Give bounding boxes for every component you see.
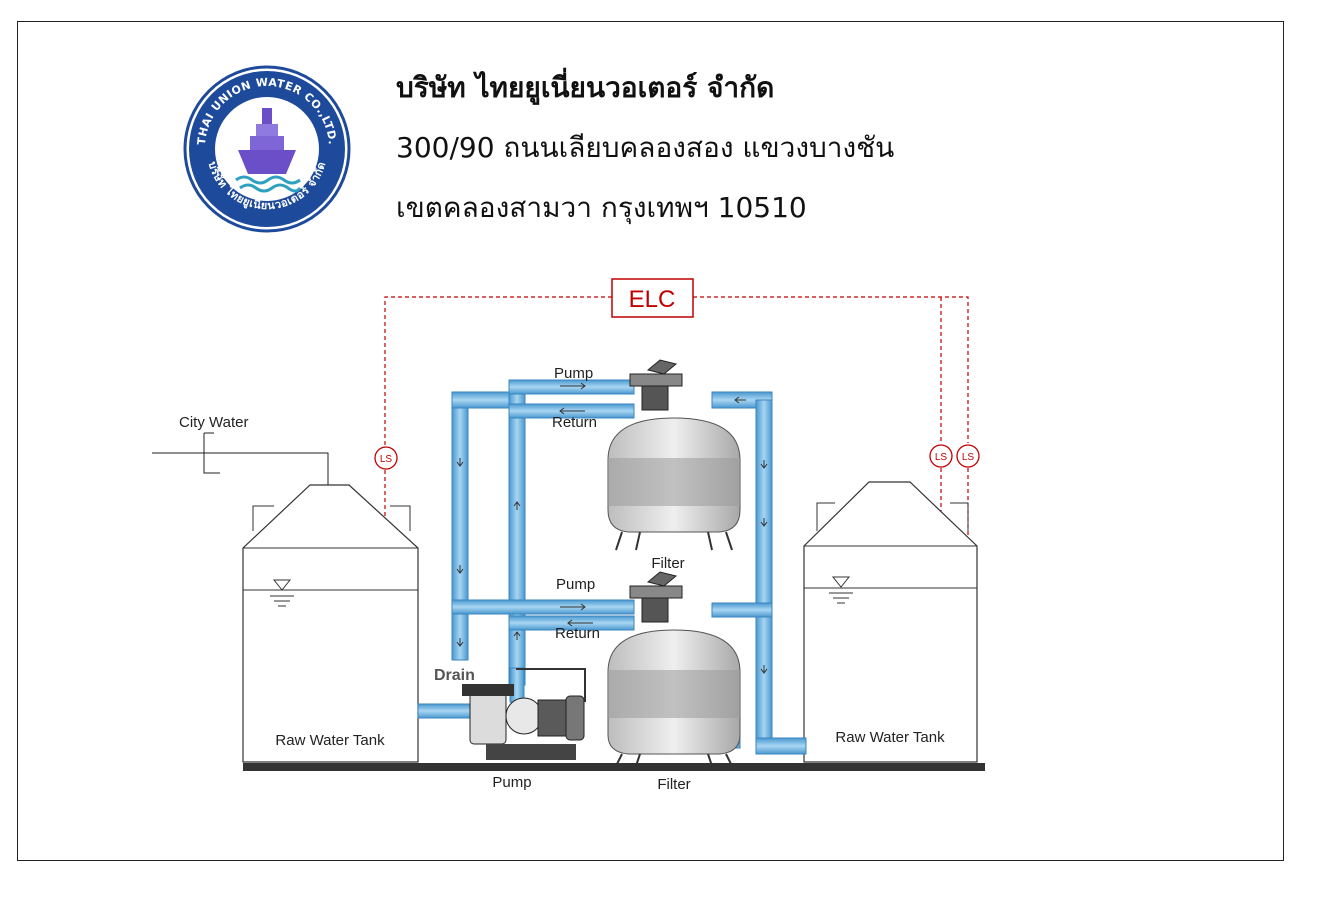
city-water-label: City Water (179, 414, 248, 431)
company-address-line1: 300/90 ถนนเลียบคลองสอง แขวงบางชัน (396, 131, 895, 164)
company-logo: THAI UNION WATER CO.,LTD. บริษัท ไทยยูเน… (183, 65, 351, 233)
lower-pump-line-label: Pump (556, 576, 595, 593)
pipe-lower-pump (451, 599, 635, 615)
level-switch-right-2-label: LS (962, 452, 975, 463)
pipe-return-left (451, 399, 469, 661)
company-name: บริษัท ไทยยูเนี่ยนวอเตอร์ จำกัด (396, 71, 775, 104)
lower-return-line-label: Return (555, 625, 600, 642)
level-switch-left: LS (374, 446, 398, 470)
pipe-upper-pump (508, 379, 635, 395)
right-tank-label: Raw Water Tank (835, 729, 945, 746)
level-switch-right-1: LS (929, 444, 953, 468)
pipe-outlet-riser (755, 399, 773, 751)
upper-return-line-label: Return (552, 414, 597, 431)
centrifugal-pump (462, 684, 585, 760)
pump-label: Pump (492, 774, 531, 791)
ship-icon (235, 108, 302, 193)
right-raw-water-tank: Raw Water Tank (803, 481, 978, 763)
upper-filter-label: Filter (651, 555, 684, 572)
page-frame (17, 21, 1284, 861)
company-header: บริษัท ไทยยูเนี่ยนวอเตอร์ จำกัด 300/90 ถ… (396, 58, 894, 238)
level-switch-right-2: LS (956, 444, 980, 468)
pipe-network (417, 379, 807, 755)
elc-label: ELC (629, 286, 676, 313)
drain-label: Drain (434, 667, 475, 684)
lower-filter-label: Filter (657, 776, 690, 793)
upper-sand-filter (607, 359, 741, 551)
pipe-return-top-left (451, 391, 513, 409)
upper-pump-line-label: Pump (554, 365, 593, 382)
elc-controller: ELC (611, 278, 694, 318)
level-switch-left-label: LS (380, 454, 393, 465)
left-tank-label: Raw Water Tank (275, 732, 385, 749)
ground-line (243, 763, 985, 771)
level-switch-right-1-label: LS (935, 452, 948, 463)
pipe-outlet-lower (711, 602, 773, 618)
pipe-tank-to-pump (417, 703, 471, 719)
flow-arrows (456, 382, 768, 674)
left-raw-water-tank: Raw Water Tank (242, 484, 419, 763)
company-address-line2: เขตคลองสามวา กรุงเทพฯ 10510 (396, 191, 807, 224)
lower-sand-filter (607, 571, 741, 767)
pipe-outlet-to-tank (755, 737, 807, 755)
